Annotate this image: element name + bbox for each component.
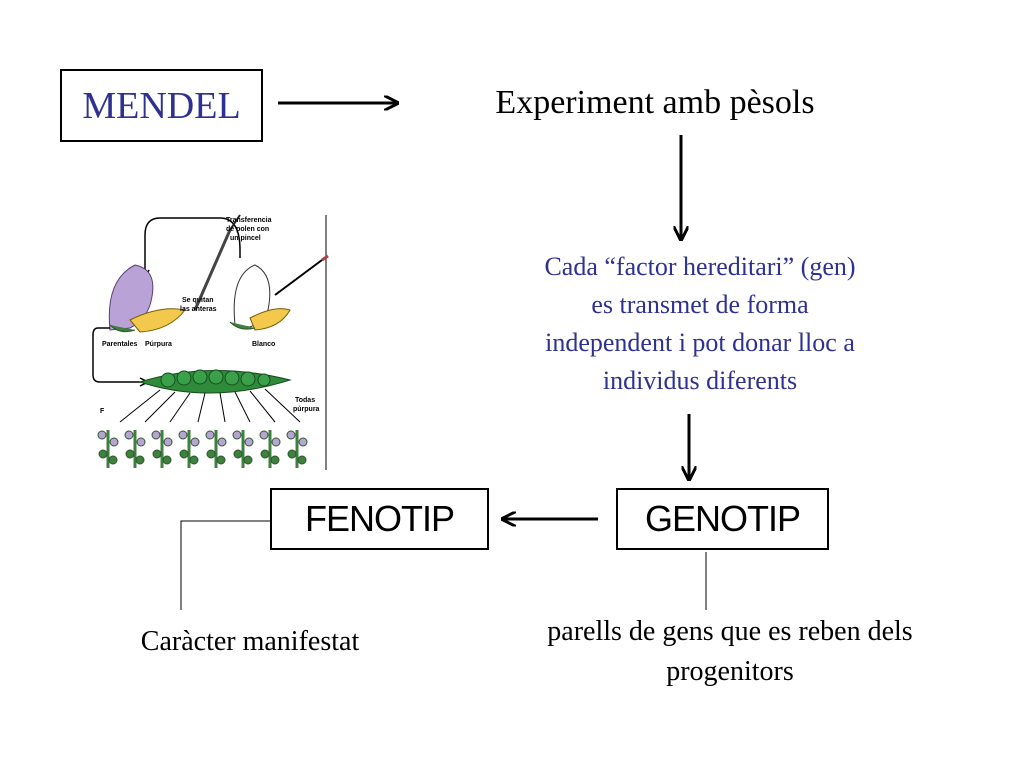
purple-flower	[108, 264, 186, 333]
label-transfer-1: Transferencia	[226, 217, 272, 224]
mendel-label: MENDEL	[82, 84, 241, 127]
factor-text: Cada “factor hereditari” (gen) es transm…	[470, 248, 930, 400]
label-purpura: Púrpura	[145, 341, 172, 348]
factor-line: es transmet de forma	[591, 290, 809, 319]
factor-line: Cada “factor hereditari” (gen)	[544, 252, 856, 281]
genotip-description-line: progenitors	[666, 656, 794, 687]
factor-line: independent i pot donar lloc a	[545, 328, 855, 357]
f1-plants	[97, 430, 308, 468]
label-todas-2: púrpura	[293, 406, 320, 413]
factor-line: individus diferents	[602, 366, 798, 395]
experiment-heading: Experiment amb pèsols	[495, 84, 815, 121]
pea-experiment-illustration: Transferencia de polen con un pincel Se …	[92, 214, 329, 470]
white-flower	[229, 264, 291, 331]
pea-pod	[138, 369, 292, 394]
genotip-description: parells de gens que es reben dels progen…	[490, 612, 970, 692]
genotip-box: GENOTIP	[616, 488, 829, 550]
label-anthers-1: Se quitan	[182, 297, 214, 304]
genotip-description-line: parells de gens que es reben dels	[547, 616, 913, 647]
fenotip-description: Caràcter manifestat	[140, 626, 360, 657]
mendel-box: MENDEL	[60, 69, 263, 142]
label-parentales: Parentales	[102, 341, 138, 348]
fenotip-label: FENOTIP	[304, 498, 455, 539]
label-transfer-2: de polen con	[226, 226, 269, 233]
connector-fenotip-description	[180, 520, 270, 610]
label-blanco: Blanco	[252, 341, 275, 348]
label-todas-1: Todas	[295, 397, 315, 404]
genotip-label: GENOTIP	[644, 498, 801, 539]
fenotip-box: FENOTIP	[270, 488, 489, 550]
label-anthers-2: las anteras	[180, 306, 217, 313]
label-transfer-3: un pincel	[230, 235, 261, 242]
label-f1: F	[100, 408, 105, 415]
